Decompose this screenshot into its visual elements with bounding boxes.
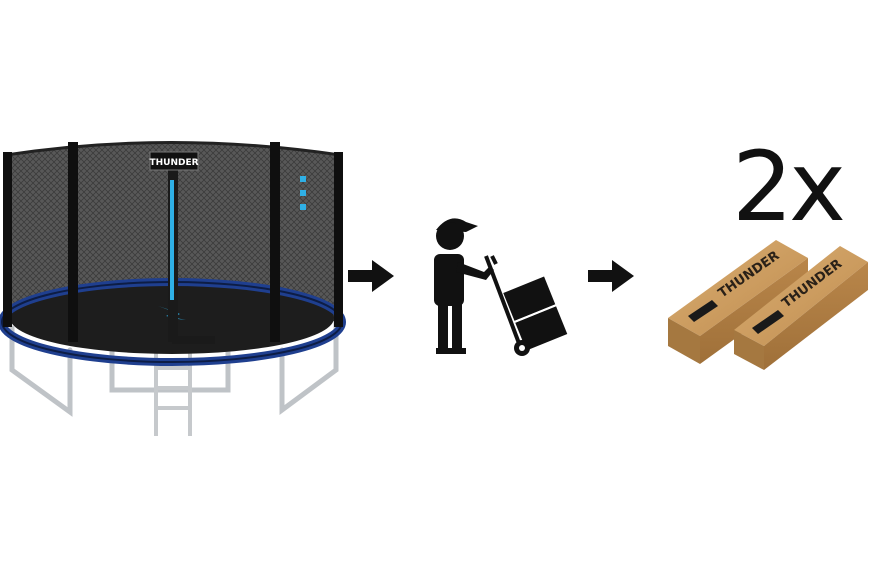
arrow-right-icon [348,260,394,292]
arrow-right-icon [588,260,634,292]
delivery-person-icon [434,218,494,354]
trampoline-net-top [5,141,341,157]
package-quantity-label: 2x [732,131,846,243]
trampoline-brand-plate: THUNDER [149,151,199,171]
package-boxes: THUNDER THUNDER [668,240,868,370]
hand-truck-icon [484,255,568,356]
trampoline-pole-accents [170,176,306,300]
trampoline-brand-label: THUNDER [149,158,198,168]
trampoline-image: THUNDER [0,141,346,436]
